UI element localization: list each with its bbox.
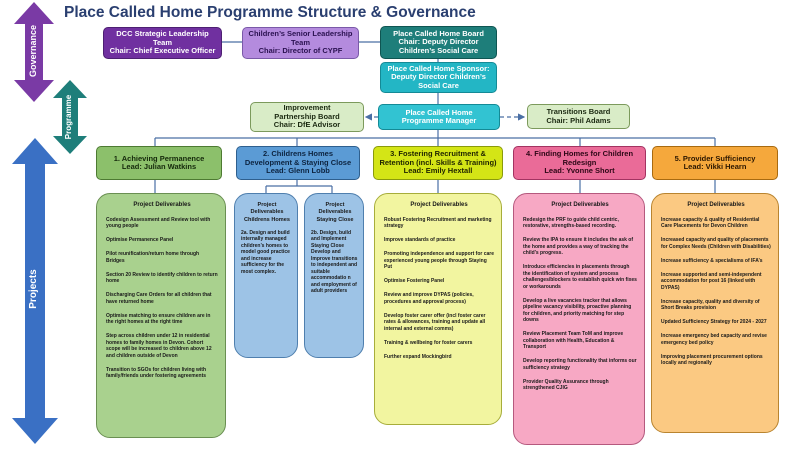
deliverable-item: Review the IPA to ensure it includes the… bbox=[523, 237, 634, 257]
manager-line1: Place Called Home bbox=[405, 107, 473, 117]
deliverable-item: Redesign the PRF to guide child centric,… bbox=[523, 216, 619, 230]
sponsor-line1: Place Called Home Sponsor: bbox=[387, 63, 490, 73]
manager-line2: Programme Manager bbox=[401, 116, 477, 125]
workstream-5-header: 5. Provider Sufficiency Lead: Vikki Hear… bbox=[652, 146, 778, 180]
transitions-line1: Transitions Board bbox=[546, 107, 611, 117]
transitions-board-box: Transitions Board Chair: Phil Adams bbox=[527, 104, 630, 129]
sponsor-line2: Deputy Director Children’s bbox=[391, 72, 486, 82]
deliverable-item: 2a. Design and build internally managed … bbox=[241, 229, 290, 275]
ws5-line2: Lead: Vikki Hearn bbox=[683, 162, 747, 171]
ws2-line2: Development & Staying Close bbox=[244, 157, 352, 167]
deliverable-item: Increase sufficiency & specialisms of IF… bbox=[661, 257, 763, 264]
senior-line3: Chair: Director of CYPF bbox=[258, 46, 343, 56]
ws3-line3: Lead: Emily Hextall bbox=[403, 166, 473, 176]
projects-arrow-shape bbox=[12, 138, 58, 444]
deliverable-item: Provider Quality Assurance through stren… bbox=[523, 378, 609, 392]
improvement-line1: Improvement bbox=[283, 103, 331, 113]
ws2-line1: 2. Childrens Homes bbox=[262, 149, 334, 159]
deliverable-item: Increase emergency bed capacity and revi… bbox=[661, 333, 767, 346]
improvement-line3: Chair: DfE Advisor bbox=[273, 120, 341, 130]
deliverables-heading: Project Deliverables bbox=[687, 202, 745, 208]
deliverable-item: Improving placement procurement options … bbox=[661, 353, 763, 367]
ws3-line2: Retention (incl. Skills & Training) bbox=[379, 157, 497, 167]
place-called-home-board-box: Place Called Home Board Chair: Deputy Di… bbox=[380, 26, 497, 59]
workstream-3-header: 3. Fostering Recruitment & Retention (in… bbox=[373, 146, 503, 180]
deliverable-item: Section 20 Review to identify children t… bbox=[106, 271, 218, 285]
governance-label: Governance bbox=[28, 24, 38, 78]
deliverable-item: Increased capacity and quality of placem… bbox=[661, 237, 771, 250]
deliverable-item: Discharging Care Orders for all children… bbox=[106, 292, 212, 305]
deliverable-item: Further expand Mockingbird bbox=[384, 353, 452, 360]
deliverable-item: Training & wellbeing for foster carers bbox=[384, 339, 473, 346]
deliverable-item: Increase supported and semi-independent … bbox=[661, 271, 762, 291]
deliverables-2a-heading: Project Deliverables Childrens Homes bbox=[243, 202, 290, 223]
workstream-1-deliverables: Project Deliverables Codesign Assessment… bbox=[96, 193, 226, 438]
deliverables-2b-heading: Project Deliverables Staying Close bbox=[316, 202, 354, 223]
deliverables-heading: Project Deliverables bbox=[551, 202, 609, 208]
deliverable-item: Review and improve DYPAS (policies, proc… bbox=[384, 292, 474, 305]
childrens-senior-leadership-team-box: Children’s Senior Leadership Team Chair:… bbox=[242, 27, 359, 59]
workstream-5-deliverables: Project Deliverables Increase capacity &… bbox=[651, 193, 779, 433]
workstream-2-header: 2. Childrens Homes Development & Staying… bbox=[236, 146, 360, 180]
deliverable-item: Optimise matching to ensure children are… bbox=[106, 312, 211, 326]
ws5-line1: 5. Provider Sufficiency bbox=[674, 153, 756, 163]
deliverables-heading: Project Deliverables bbox=[133, 202, 191, 208]
deliverable-item: Increase capacity, quality and diversity… bbox=[661, 298, 760, 312]
deliverable-item: Robust Fostering Recruitment and marketi… bbox=[384, 216, 492, 230]
improvement-line2: Partnership Board bbox=[274, 111, 340, 121]
dcc-line1: DCC Strategic Leadership bbox=[116, 29, 209, 39]
deliverables-heading: Project Deliverables bbox=[410, 202, 468, 208]
pch-board-line3: Children’s Social Care bbox=[398, 45, 479, 55]
ws3-line1: 3. Fostering Recruitment & bbox=[390, 149, 486, 159]
ws1-line1: 1. Achieving Permanence bbox=[113, 153, 205, 163]
place-called-home-sponsor-box: Place Called Home Sponsor: Deputy Direct… bbox=[380, 62, 497, 93]
dcc-line3: Chair: Chief Executive Officer bbox=[109, 46, 216, 56]
deliverable-item: Improve standards of practice bbox=[384, 237, 456, 244]
workstream-4-deliverables: Project Deliverables Redesign the PRF to… bbox=[513, 193, 645, 445]
deliverable-item: Develop foster carer offer (incl foster … bbox=[384, 312, 486, 332]
workstream-4-header: 4. Finding Homes for Children Redesign L… bbox=[513, 146, 646, 180]
deliverable-item: Updated Sufficiency Strategy for 2024 - … bbox=[661, 319, 767, 326]
deliverable-item: Optimise Permanence Panel bbox=[106, 237, 174, 244]
workstream-3-deliverables: Project Deliverables Robust Fostering Re… bbox=[374, 193, 502, 425]
deliverable-item: Optimise Fostering Panel bbox=[384, 278, 445, 285]
senior-line2: Team bbox=[290, 37, 311, 47]
deliverable-item: Increase capacity & quality of Residenti… bbox=[661, 216, 760, 230]
ws4-line1: 4. Finding Homes for Children bbox=[525, 149, 634, 159]
deliverable-item: Develop reporting functionality that inf… bbox=[523, 358, 637, 371]
programme-label: Programme bbox=[64, 94, 73, 140]
deliverable-item: Codesign Assessment and Review tool with… bbox=[106, 216, 211, 230]
improvement-partnership-board-box: Improvement Partnership Board Chair: DfE… bbox=[250, 102, 364, 132]
deliverable-item: Develop a live vacancies tracker that al… bbox=[523, 297, 632, 324]
deliverable-item: Step across children under 12 in residen… bbox=[106, 333, 212, 359]
senior-line1: Children’s Senior Leadership bbox=[248, 29, 353, 39]
workstream-1-header: 1. Achieving Permanence Lead: Julian Wat… bbox=[96, 146, 222, 180]
workstream-2a-deliverables: Project Deliverables Childrens Homes 2a.… bbox=[234, 193, 298, 358]
programme-manager-box: Place Called Home Programme Manager bbox=[378, 104, 500, 130]
deliverable-item: 2b. Design, build and Implement Staying … bbox=[311, 229, 358, 295]
transitions-line2: Chair: Phil Adams bbox=[546, 115, 611, 125]
pch-board-line2: Chair: Deputy Director bbox=[398, 37, 479, 47]
deliverable-item: Introduce efficiencies in placements thr… bbox=[523, 264, 637, 290]
ws4-line3: Lead: Yvonne Short bbox=[544, 166, 615, 176]
ws4-line2: Redesign bbox=[562, 157, 597, 167]
pch-board-line1: Place Called Home Board bbox=[393, 28, 484, 38]
deliverable-item: Pilot reunification/return home through … bbox=[106, 251, 200, 264]
dcc-line2: Team bbox=[152, 37, 173, 47]
page-title: Place Called Home Programme Structure & … bbox=[64, 4, 476, 21]
deliverable-item: Promoting independence and support for c… bbox=[384, 251, 495, 271]
ws2-line3: Lead: Glenn Lobb bbox=[266, 166, 330, 176]
deliverable-item: Transition to SGOs for children living w… bbox=[106, 366, 207, 380]
programme-arrow-shape bbox=[53, 80, 87, 154]
workstream-2b-deliverables: Project Deliverables Staying Close 2b. D… bbox=[304, 193, 364, 358]
sponsor-line3: Social Care bbox=[418, 80, 459, 90]
deliverable-item: Review Placement Team ToM and improve co… bbox=[523, 331, 624, 351]
ws1-line2: Lead: Julian Watkins bbox=[121, 162, 197, 171]
projects-label: Projects bbox=[28, 269, 39, 309]
governance-arrow-shape bbox=[14, 2, 54, 102]
dcc-strategic-leadership-team-box: DCC Strategic Leadership Team Chair: Chi… bbox=[103, 27, 222, 59]
